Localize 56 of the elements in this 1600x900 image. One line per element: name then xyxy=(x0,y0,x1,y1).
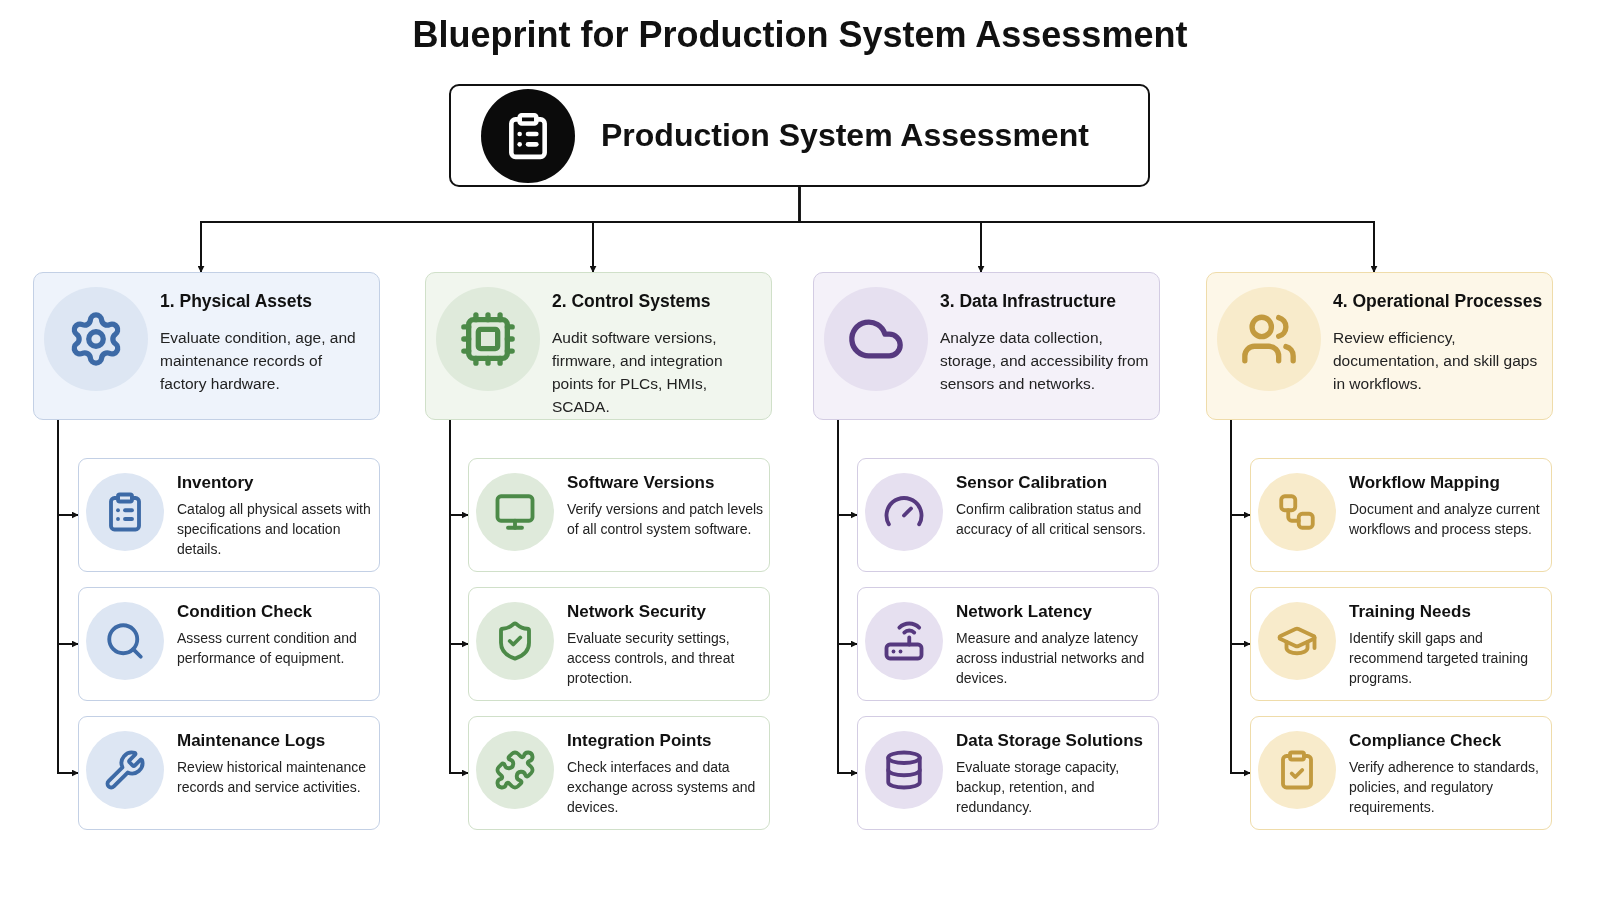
connector-arrow xyxy=(1230,419,1251,777)
category-card xyxy=(813,272,1160,420)
category-card xyxy=(1206,272,1553,420)
task-title: Inventory xyxy=(177,473,255,493)
task-title: Data Storage Solutions xyxy=(956,731,1145,751)
task-description: Assess current condition and performance of equipment. xyxy=(177,629,358,668)
category-card xyxy=(33,272,380,420)
task-title: Network Latency xyxy=(956,602,1094,622)
task-card xyxy=(1250,587,1552,701)
connector-arrow xyxy=(798,186,1378,273)
task-card xyxy=(857,587,1159,701)
category-description: Review efficiency, documentation, and skill gaps in workflows. xyxy=(1333,328,1539,394)
task-card xyxy=(1250,458,1552,572)
category-description: Evaluate condition, age, and maintenance records of factory hardware. xyxy=(160,328,357,394)
task-title: Software Versions xyxy=(567,473,716,493)
task-card xyxy=(78,587,380,701)
category-description: Analyze data collection, storage, and accessibility from sensors and networks. xyxy=(940,328,1150,394)
task-card xyxy=(78,458,380,572)
task-title: Training Needs xyxy=(1349,602,1472,622)
root-box xyxy=(449,84,1150,187)
task-card xyxy=(857,458,1159,572)
task-description: Evaluate storage capacity, backup, retention, and redundancy. xyxy=(956,758,1121,817)
task-description: Review historical maintenance records and service activities. xyxy=(177,758,368,797)
task-description: Confirm calibration status and accuracy of all critical sensors. xyxy=(956,500,1147,539)
task-description: Measure and analyze latency across industrial networks and devices. xyxy=(956,629,1146,688)
task-description: Check interfaces and data exchange across systems and devices. xyxy=(567,758,757,817)
category-title: 1. Physical Assets xyxy=(160,291,314,312)
task-title: Network Security xyxy=(567,602,707,622)
box-title: Production System Assessment xyxy=(601,117,1089,154)
category-title: 4. Operational Processes xyxy=(1333,291,1544,312)
task-description: Identify skill gaps and recommend targeted training programs. xyxy=(1349,629,1529,688)
category-title: 2. Control Systems xyxy=(552,291,712,312)
task-description: Document and analyze current workflows and process steps. xyxy=(1349,500,1541,539)
connector-arrow xyxy=(57,419,79,777)
connector-arrow xyxy=(837,419,858,777)
connector-arrow xyxy=(449,419,469,777)
task-description: Verify adherence to standards, policies, and regulatory requirements. xyxy=(1349,758,1540,817)
task-title: Maintenance Logs xyxy=(177,731,327,751)
task-card xyxy=(468,587,770,701)
task-card xyxy=(857,716,1159,830)
task-description: Evaluate security settings, access controls, and threat protection. xyxy=(567,629,736,688)
task-title: Integration Points xyxy=(567,731,713,751)
task-card xyxy=(1250,716,1552,830)
category-description: Audit software versions, firmware, and integration points for PLCs, HMIs, SCADA. xyxy=(552,328,724,417)
task-description: Catalog all physical assets with specifications and location details. xyxy=(177,500,372,559)
task-description: Verify versions and patch levels of all control system software. xyxy=(567,500,765,539)
task-card xyxy=(468,716,770,830)
task-title: Compliance Check xyxy=(1349,731,1503,751)
task-title: Sensor Calibration xyxy=(956,473,1109,493)
task-title: Workflow Mapping xyxy=(1349,473,1501,493)
category-title: 3. Data Infrastructure xyxy=(940,291,1118,312)
category-card xyxy=(425,272,772,420)
task-card xyxy=(468,458,770,572)
task-title: Condition Check xyxy=(177,602,314,622)
task-card xyxy=(78,716,380,830)
diagram-title: Blueprint for Production System Assessment xyxy=(411,14,1189,56)
